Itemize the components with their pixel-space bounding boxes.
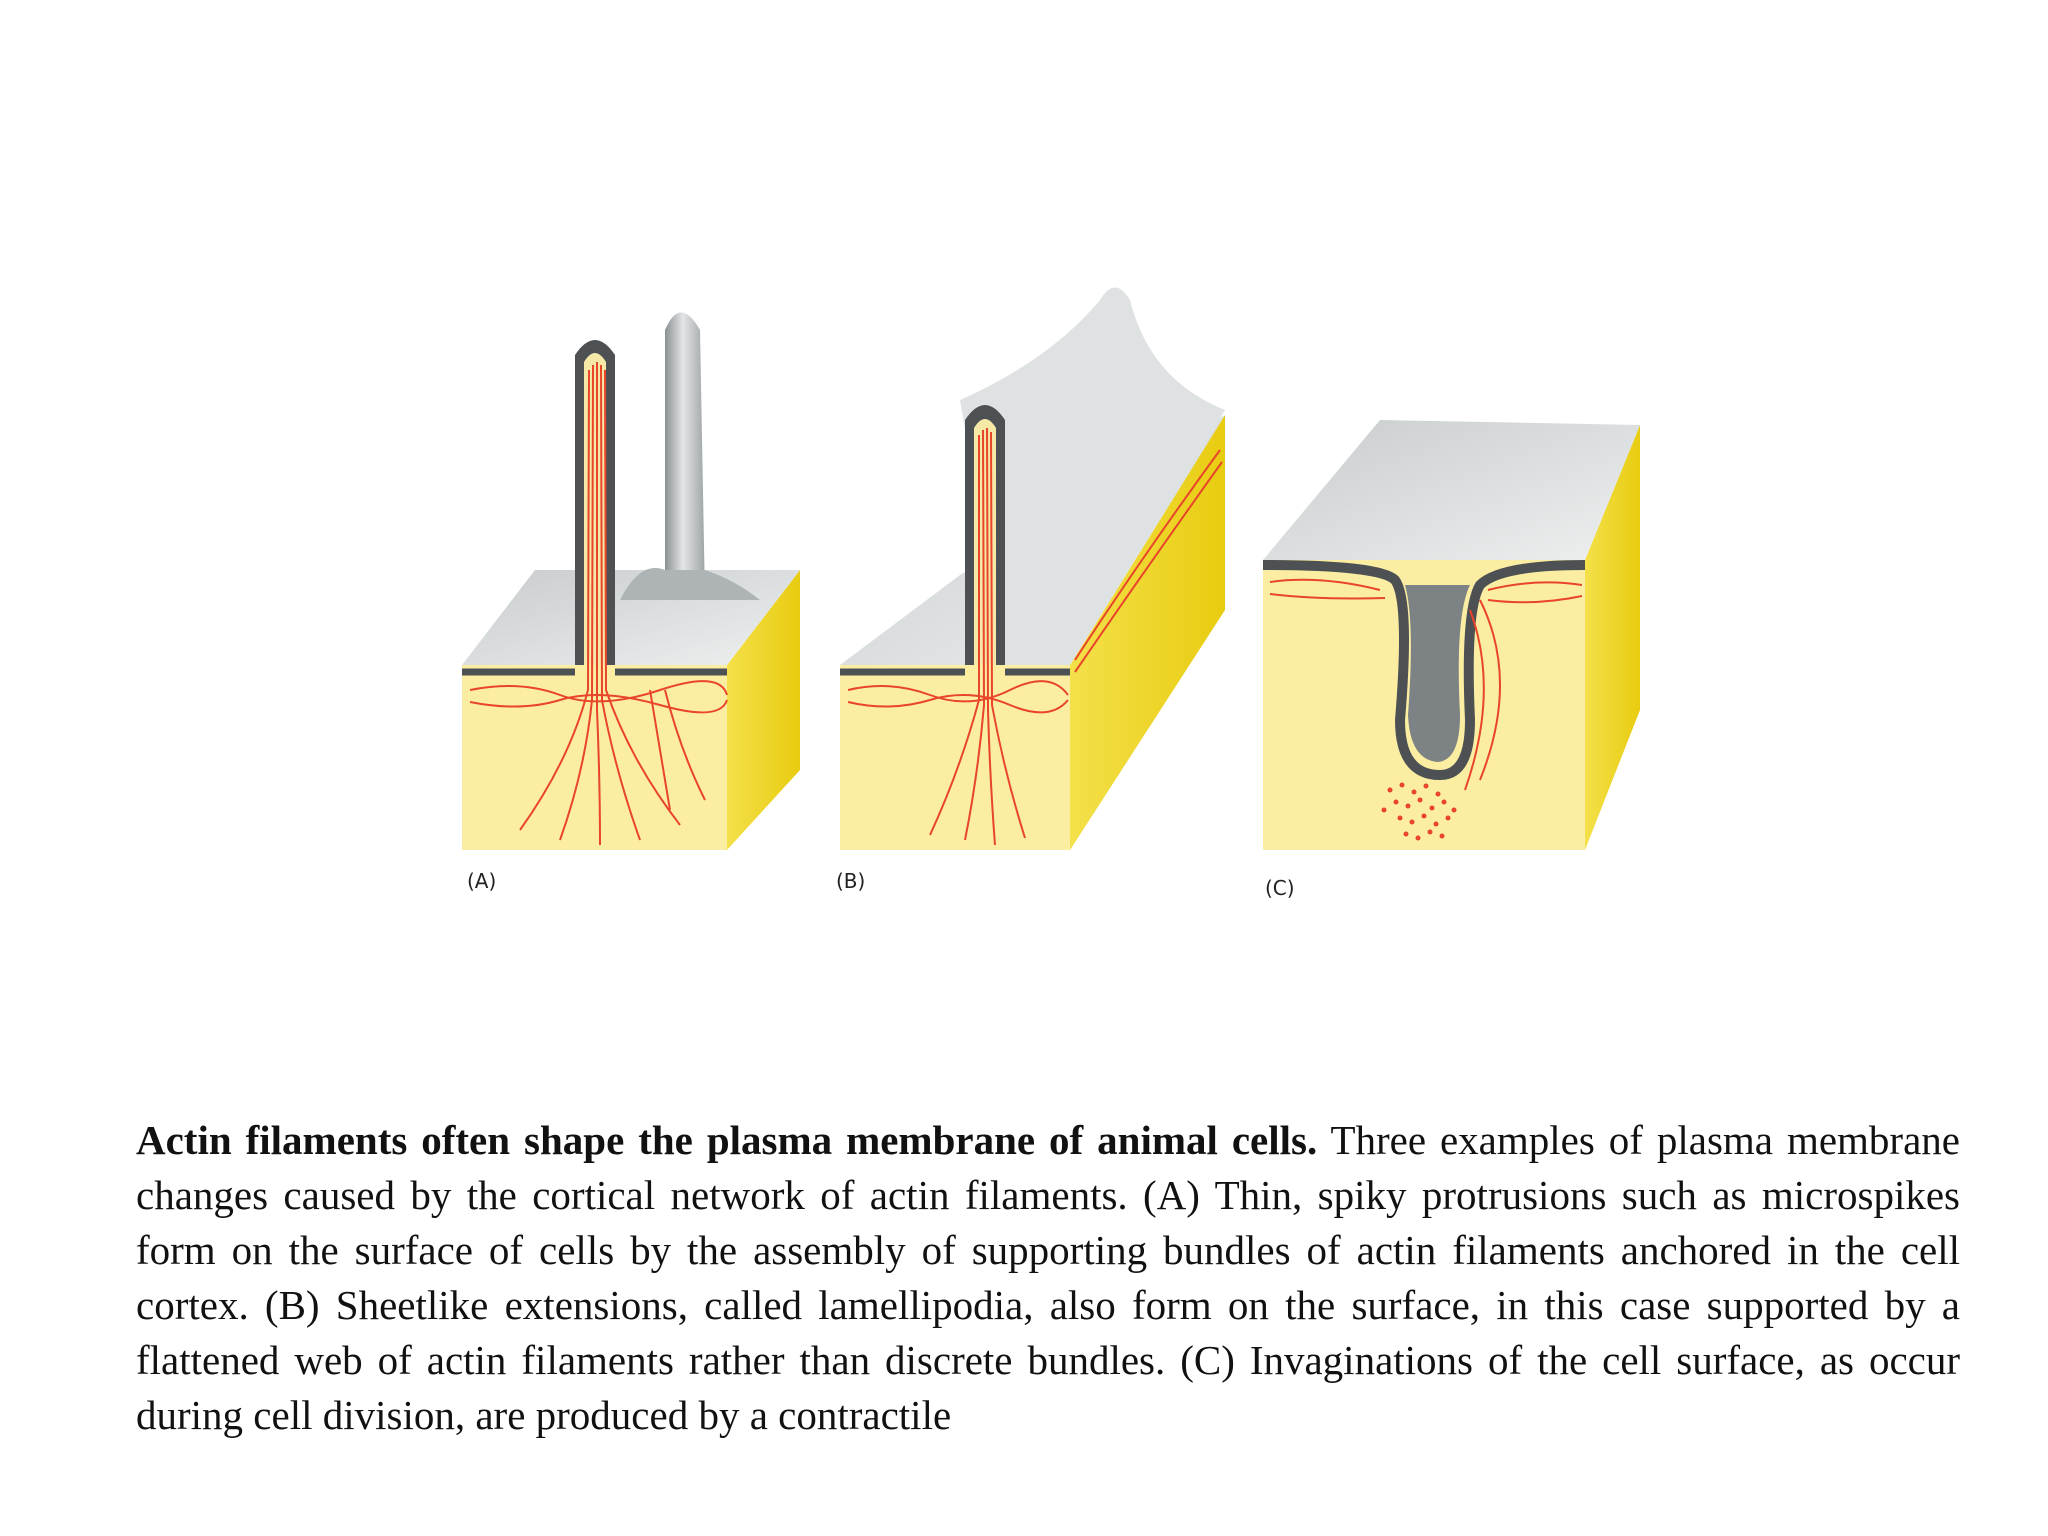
figure-caption: Actin filaments often shape the plasma m…: [136, 1113, 1960, 1443]
panel-a-label: (A): [467, 869, 496, 893]
caption-title: Actin filaments often shape the plasma m…: [136, 1117, 1318, 1163]
panel-c: (C): [1262, 420, 1640, 900]
panel-c-label: (C): [1265, 876, 1295, 900]
caption-body: Three examples of plasma membrane change…: [136, 1117, 1960, 1438]
actin-membrane-figure: (A) (B): [462, 287, 1640, 900]
panel-b: (B): [836, 287, 1225, 893]
contractile-ring-dots: [1381, 782, 1457, 841]
panel-b-label: (B): [836, 869, 865, 893]
panel-a: (A): [462, 312, 800, 893]
